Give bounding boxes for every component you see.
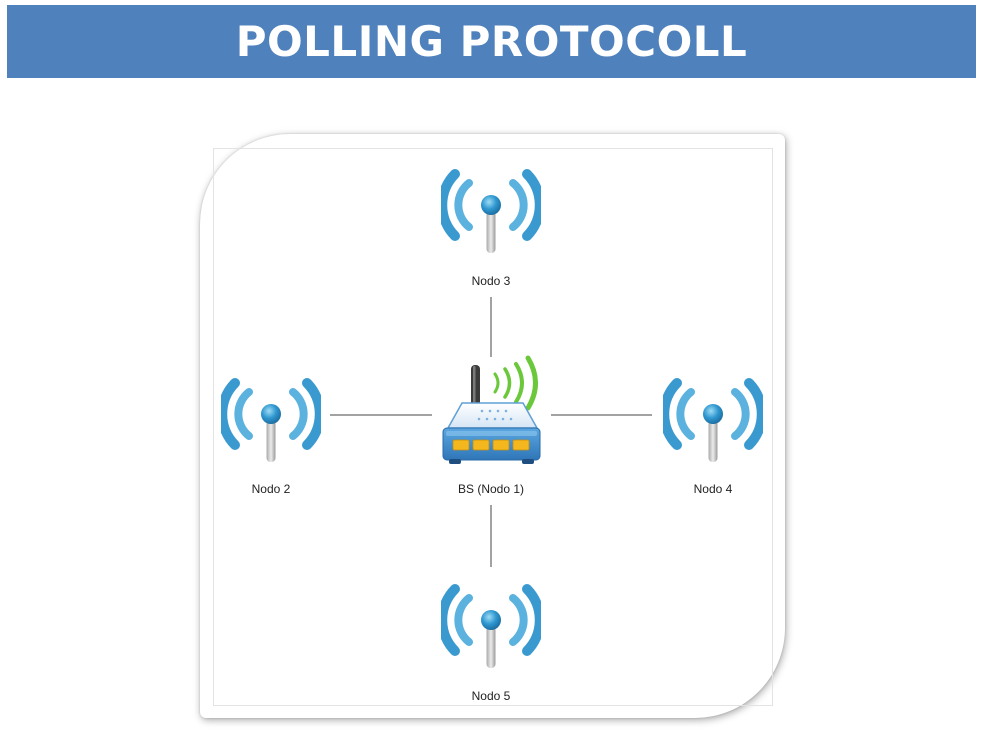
- node-label: Nodo 3: [472, 274, 511, 288]
- wireless-antenna-icon: [664, 383, 762, 462]
- wireless-antenna-icon: [442, 589, 540, 668]
- node-label: Nodo 5: [472, 689, 511, 703]
- diagram-frame-border: [213, 148, 773, 706]
- node-label: Nodo 2: [252, 482, 291, 496]
- node-nodo-5: Nodo 5: [442, 589, 540, 703]
- wireless-antenna-icon: [222, 383, 320, 462]
- node-label: Nodo 4: [694, 482, 733, 496]
- node-nodo-2: Nodo 2: [222, 383, 320, 496]
- node-label: BS (Nodo 1): [458, 482, 524, 496]
- node-nodo-3: Nodo 3: [442, 174, 540, 288]
- node-bs-nodo-1: BS (Nodo 1): [442, 355, 541, 496]
- wireless-antenna-icon: [442, 174, 540, 253]
- title-bar: POLLING PROTOCOLL: [7, 5, 976, 78]
- page-title: POLLING PROTOCOLL: [235, 17, 748, 66]
- node-nodo-4: Nodo 4: [664, 383, 762, 496]
- router-icon: [442, 355, 541, 464]
